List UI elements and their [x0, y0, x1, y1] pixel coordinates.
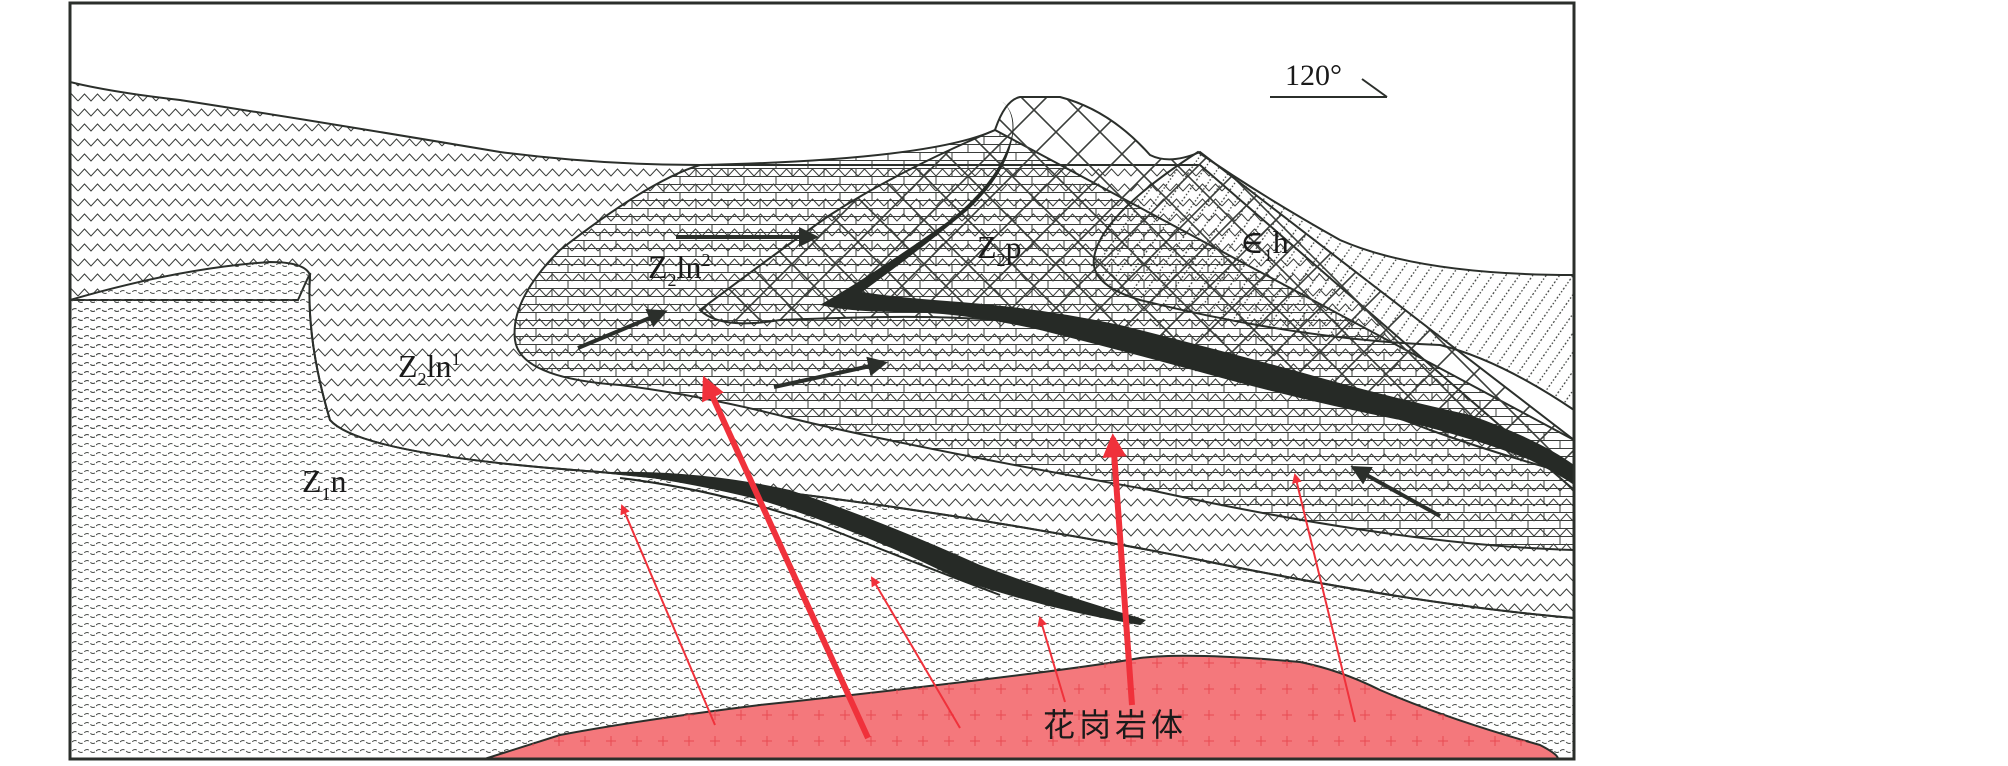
- azimuth-label: 120°: [1285, 59, 1342, 92]
- label-z2ln2: Z2ln2: [648, 249, 710, 290]
- label-z2ln1: Z2ln1: [398, 348, 460, 389]
- azimuth-indicator: 120°: [1270, 59, 1387, 97]
- label-granite: 花岗岩体: [1043, 706, 1187, 744]
